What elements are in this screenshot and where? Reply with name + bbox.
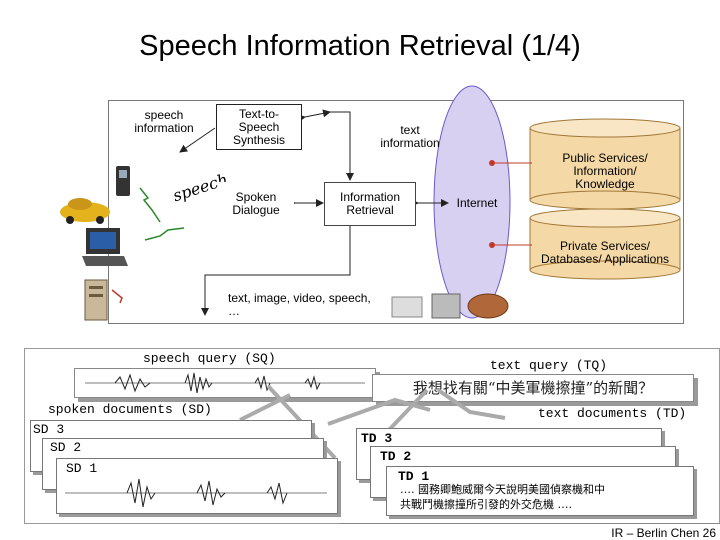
internet-label: Internet	[456, 196, 498, 210]
text-information-label: text information	[380, 123, 440, 150]
server-icon	[84, 279, 108, 321]
spoken-dialogue-box: Spoken Dialogue	[218, 182, 294, 226]
private-services-label: Private Services/ Databases/ Application…	[540, 239, 670, 266]
td2-label: TD 2	[380, 449, 412, 464]
cellphone-icon	[116, 166, 130, 196]
private-services-cylinder	[529, 208, 681, 280]
text-documents-label: text documents (TD)	[538, 406, 687, 421]
sd1-label: SD 1	[66, 461, 98, 476]
speech-information-label: speech information	[134, 108, 194, 135]
spoken-document-1	[56, 458, 338, 514]
text-document-1	[386, 466, 694, 516]
td1-content: …. 國務卿鮑威爾今天說明美國偵察機和中 共戰鬥機擦撞所引發的外交危機 ….	[400, 483, 605, 511]
media-label: text, image, video, speech, …	[228, 291, 371, 318]
footer-rule	[340, 523, 720, 524]
public-services-label: Public Services/ Information/ Knowledge	[562, 151, 648, 191]
media-thumbnails-icon	[391, 293, 509, 319]
car-icon	[60, 198, 110, 224]
sd3-label: SD 3	[33, 422, 65, 437]
td3-label: TD 3	[361, 431, 393, 446]
spoken-documents-label: spoken documents (SD)	[48, 402, 212, 417]
sd2-label: SD 2	[50, 440, 82, 455]
speech-query-waveform	[74, 368, 376, 398]
footer-text: IR – Berlin Chen 26	[611, 526, 716, 540]
speech-query-label: speech query (SQ)	[143, 351, 276, 366]
information-retrieval-box: Information Retrieval	[324, 182, 416, 226]
page-title: Speech Information Retrieval (1/4)	[139, 30, 581, 62]
public-services-cylinder	[529, 118, 681, 210]
td1-label: TD 1	[398, 469, 430, 484]
tts-box: Text-to- Speech Synthesis	[216, 104, 302, 150]
text-query-label: text query (TQ)	[490, 358, 608, 373]
text-query-box: 我想找有關“中美軍機擦撞”的新聞？	[372, 374, 694, 402]
laptop-icon	[82, 228, 128, 266]
